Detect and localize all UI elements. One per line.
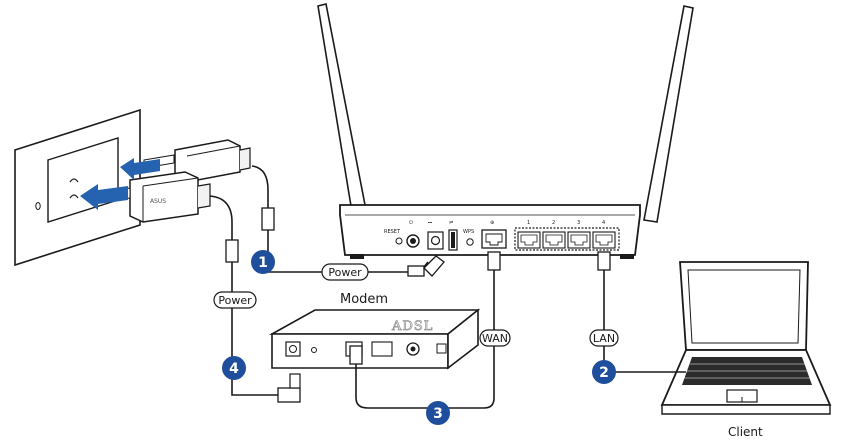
- wps-label: WPS: [463, 229, 474, 235]
- dc-in-port: [427, 231, 444, 250]
- dc-in-icon: ⎓: [428, 220, 432, 226]
- step-2-label: 2: [599, 365, 609, 381]
- cable-power-modem: [209, 195, 280, 396]
- plug-in-arrows: [80, 158, 160, 210]
- lan-port-1-label: 1: [527, 220, 530, 226]
- usb-icon: ⇌: [449, 220, 453, 226]
- wan-label: WAN: [482, 332, 508, 345]
- cable-power-router: [251, 165, 420, 273]
- client-label: Client: [728, 425, 763, 439]
- modem-power-plug: [277, 373, 301, 403]
- modem-brand: ADSL: [391, 319, 433, 334]
- power-label-left-pill: Power: [213, 291, 257, 309]
- lan-port-2-label: 2: [552, 220, 555, 226]
- lan-label: LAN: [593, 332, 615, 345]
- antenna-left: [317, 3, 367, 213]
- modem-power-port: [285, 341, 301, 357]
- adapter-brand: ASUS: [150, 198, 166, 205]
- lan-label-pill: LAN: [589, 329, 619, 347]
- step-badge-2: 2: [592, 360, 616, 384]
- wan-icon: ⊕: [490, 220, 494, 226]
- lan-port-3-label: 3: [577, 220, 580, 226]
- wan-label-pill: WAN: [479, 329, 511, 347]
- ferrite-bottom: [225, 239, 239, 263]
- lan-port-4: [592, 231, 616, 249]
- reset-button: [395, 237, 403, 245]
- lan-port-4-label: 4: [602, 220, 605, 226]
- router: RESET ⏻ ⎓ ⇌ WPS ⊕ 1 2: [317, 3, 694, 259]
- wps-button: [466, 238, 474, 246]
- step-badge-3: 3: [426, 401, 450, 425]
- reset-label: RESET: [384, 229, 401, 235]
- power-icon: ⏻: [409, 220, 413, 226]
- step-badge-1: 1: [251, 250, 275, 274]
- cable-wan: [355, 270, 495, 409]
- antenna-right: [643, 5, 694, 223]
- power-label-top: Power: [328, 266, 362, 279]
- power-label-top-pill: Power: [321, 263, 369, 281]
- power-label-left: Power: [218, 294, 252, 307]
- lan-ports: [517, 231, 616, 249]
- lan-port-3: [567, 231, 591, 249]
- step-badge-4: 4: [222, 356, 246, 380]
- router-power-plug: [407, 255, 445, 277]
- step-1-label: 1: [258, 255, 268, 271]
- lan-plug-router: [597, 251, 611, 271]
- wan-plug-modem: [349, 345, 363, 365]
- modem-label: Modem: [340, 292, 388, 307]
- wan-plug-router: [487, 251, 501, 271]
- lan-port-1: [517, 231, 541, 249]
- step-3-label: 3: [433, 406, 443, 422]
- ferrite-top: [261, 207, 275, 231]
- wan-port: [481, 229, 507, 249]
- modem: ADSL: [268, 308, 481, 370]
- step-4-label: 4: [229, 361, 239, 377]
- modem-lan-port: [371, 341, 393, 357]
- client-laptop: [660, 261, 832, 415]
- cable-lan: [603, 270, 686, 373]
- lan-port-2: [542, 231, 566, 249]
